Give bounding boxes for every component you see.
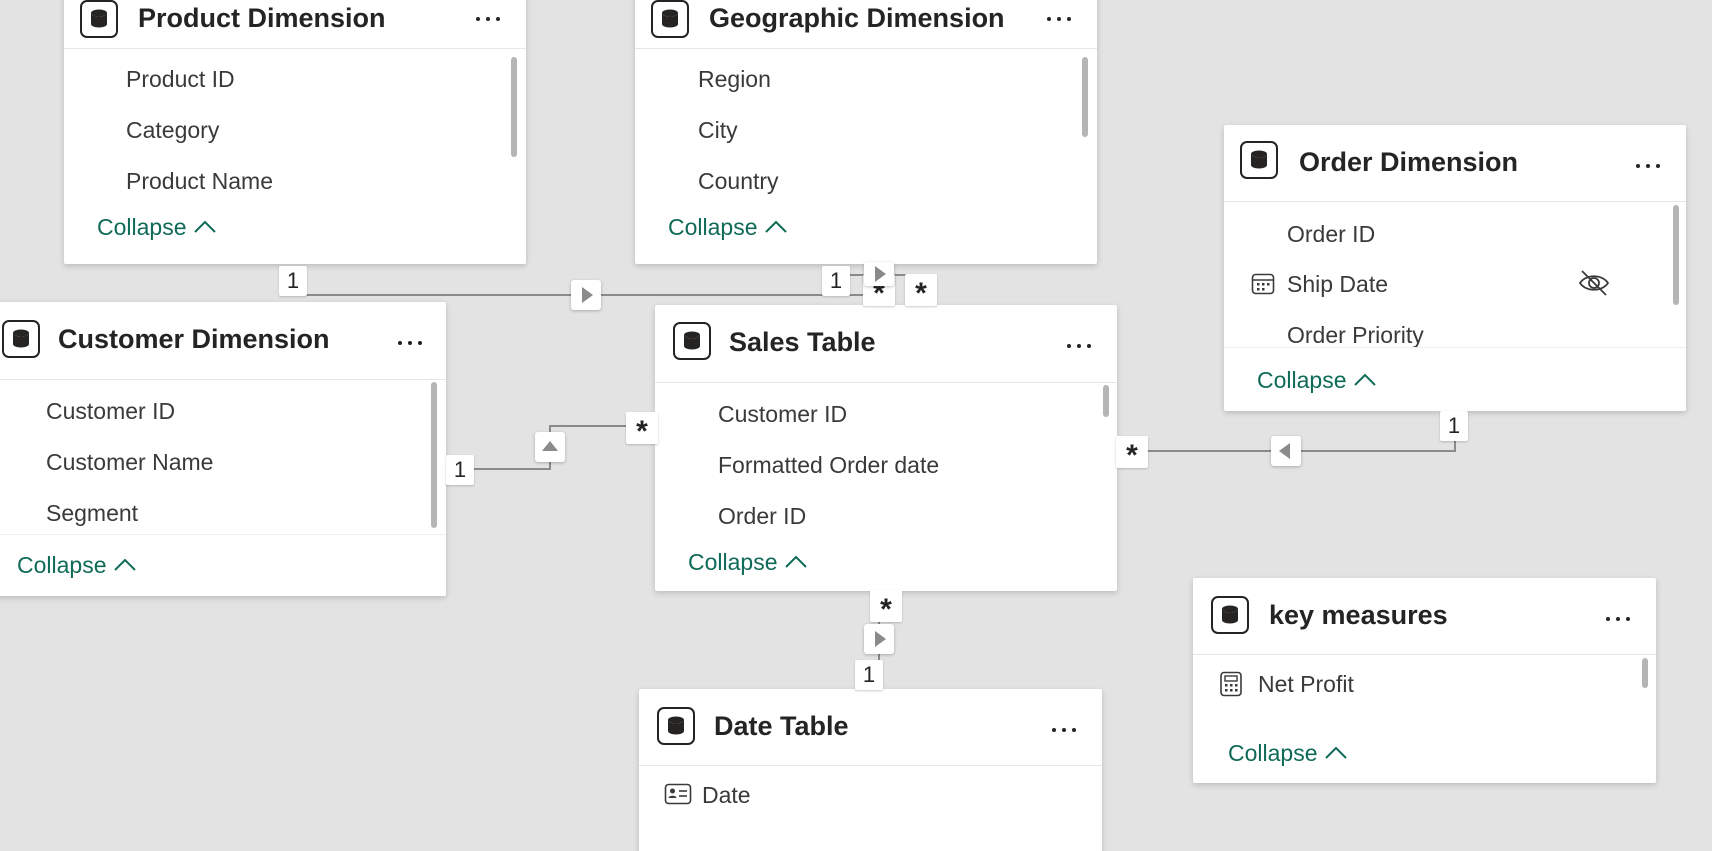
field-country[interactable]: Country xyxy=(698,168,779,194)
collapse-button[interactable]: Collapse xyxy=(17,552,137,579)
table-database-icon xyxy=(673,322,711,360)
scrollbar[interactable] xyxy=(1673,205,1679,305)
more-options-icon[interactable] xyxy=(1061,327,1097,363)
eye-hidden-icon[interactable] xyxy=(1577,268,1611,298)
field-segment[interactable]: Segment xyxy=(46,500,139,526)
scrollbar[interactable] xyxy=(511,57,517,157)
table-card-date-table[interactable]: Date Table Date xyxy=(639,689,1102,851)
table-card-key-measures[interactable]: key measures Net Profit Collapse xyxy=(1193,578,1656,783)
chevron-up-icon xyxy=(1324,746,1347,759)
table-card-order-dimension[interactable]: Order Dimension Order ID Ship Date Order… xyxy=(1224,125,1686,411)
table-title: Order Dimension xyxy=(1299,147,1519,177)
scrollbar[interactable] xyxy=(1082,57,1088,137)
more-options-icon[interactable] xyxy=(1600,600,1636,636)
field-customer-name[interactable]: Customer Name xyxy=(46,449,214,475)
collapse-button[interactable]: Collapse xyxy=(668,214,788,241)
field-order-priority[interactable]: Order Priority xyxy=(1287,322,1424,348)
table-title: Product Dimension xyxy=(138,3,386,33)
cardinality-many-sales-geographic: * xyxy=(905,274,937,310)
table-database-icon xyxy=(1240,141,1278,179)
table-card-header[interactable]: Customer Dimension xyxy=(0,302,446,380)
id-card-icon xyxy=(664,783,692,805)
field-customer-id[interactable]: Customer ID xyxy=(718,401,848,427)
field-date[interactable]: Date xyxy=(702,782,751,808)
table-card-geographic-dimension[interactable]: Geographic Dimension Region City Country… xyxy=(635,0,1097,264)
cardinality-one-date: 1 xyxy=(855,660,883,690)
triangle-arrow-icon[interactable] xyxy=(571,280,601,310)
table-card-header[interactable]: key measures xyxy=(1193,578,1656,655)
field-city[interactable]: City xyxy=(698,117,738,143)
table-title: Geographic Dimension xyxy=(709,3,1005,33)
cardinality-many-sales-customer: * xyxy=(626,412,658,448)
field-order-id[interactable]: Order ID xyxy=(1287,221,1376,247)
collapse-label: Collapse xyxy=(1257,367,1347,393)
table-database-icon xyxy=(80,0,118,38)
collapse-label: Collapse xyxy=(17,552,107,578)
collapse-button[interactable]: Collapse xyxy=(1257,367,1377,394)
field-ship-date[interactable]: Ship Date xyxy=(1287,271,1389,297)
field-order-id[interactable]: Order ID xyxy=(718,503,807,529)
table-title: Date Table xyxy=(714,711,849,741)
table-title: key measures xyxy=(1269,600,1448,630)
divider xyxy=(0,534,446,535)
table-card-header[interactable]: Date Table xyxy=(639,689,1102,766)
scrollbar[interactable] xyxy=(1103,385,1109,417)
chevron-up-icon xyxy=(784,555,807,568)
cardinality-one-customer: 1 xyxy=(446,455,474,485)
cardinality-one-product: 1 xyxy=(279,266,307,296)
table-title: Sales Table xyxy=(729,327,876,357)
collapse-button[interactable]: Collapse xyxy=(1228,740,1348,767)
field-region[interactable]: Region xyxy=(698,66,771,92)
chevron-up-icon xyxy=(764,220,787,233)
table-title: Customer Dimension xyxy=(58,324,330,354)
more-options-icon[interactable] xyxy=(1041,0,1077,36)
divider xyxy=(1224,347,1686,348)
table-card-sales-table[interactable]: Sales Table Customer ID Formatted Order … xyxy=(655,305,1117,591)
collapse-label: Collapse xyxy=(668,214,758,240)
collapse-label: Collapse xyxy=(97,214,187,240)
table-card-product-dimension[interactable]: Product Dimension Product ID Category Pr… xyxy=(64,0,526,264)
collapse-button[interactable]: Collapse xyxy=(97,214,217,241)
chevron-up-icon xyxy=(113,558,136,571)
table-card-header[interactable]: Geographic Dimension xyxy=(635,0,1097,49)
cardinality-one-geographic: 1 xyxy=(822,266,850,296)
triangle-arrow-icon[interactable] xyxy=(864,624,894,654)
more-options-icon[interactable] xyxy=(1046,711,1082,747)
table-database-icon xyxy=(1211,596,1249,634)
scrollbar[interactable] xyxy=(1642,658,1648,688)
cardinality-one-order: 1 xyxy=(1440,411,1468,441)
collapse-button[interactable]: Collapse xyxy=(688,549,808,576)
more-options-icon[interactable] xyxy=(1630,147,1666,183)
field-net-profit[interactable]: Net Profit xyxy=(1258,671,1354,697)
scrollbar[interactable] xyxy=(431,382,437,528)
chevron-up-icon xyxy=(1353,373,1376,386)
triangle-arrow-icon[interactable] xyxy=(535,432,565,462)
field-category[interactable]: Category xyxy=(126,117,220,143)
chevron-up-icon xyxy=(193,220,216,233)
table-card-header[interactable]: Sales Table xyxy=(655,305,1117,383)
collapse-label: Collapse xyxy=(1228,740,1318,766)
table-card-customer-dimension[interactable]: Customer Dimension Customer ID Customer … xyxy=(0,302,446,596)
field-product-id[interactable]: Product ID xyxy=(126,66,235,92)
table-card-header[interactable]: Product Dimension xyxy=(64,0,526,49)
table-card-header[interactable]: Order Dimension xyxy=(1224,125,1686,202)
field-product-name[interactable]: Product Name xyxy=(126,168,274,194)
cardinality-many-sales-order: * xyxy=(1116,436,1148,472)
calculator-icon xyxy=(1220,671,1242,697)
calendar-icon xyxy=(1251,273,1275,295)
table-database-icon xyxy=(2,320,40,358)
table-database-icon xyxy=(651,0,689,38)
more-options-icon[interactable] xyxy=(470,0,506,36)
triangle-arrow-icon[interactable] xyxy=(864,262,894,286)
more-options-icon[interactable] xyxy=(392,324,428,360)
field-formatted-order-date[interactable]: Formatted Order date xyxy=(718,452,940,478)
triangle-arrow-icon[interactable] xyxy=(1271,436,1301,466)
table-database-icon xyxy=(657,707,695,745)
cardinality-many-sales-date: * xyxy=(870,590,902,626)
collapse-label: Collapse xyxy=(688,549,778,575)
field-customer-id[interactable]: Customer ID xyxy=(46,398,176,424)
